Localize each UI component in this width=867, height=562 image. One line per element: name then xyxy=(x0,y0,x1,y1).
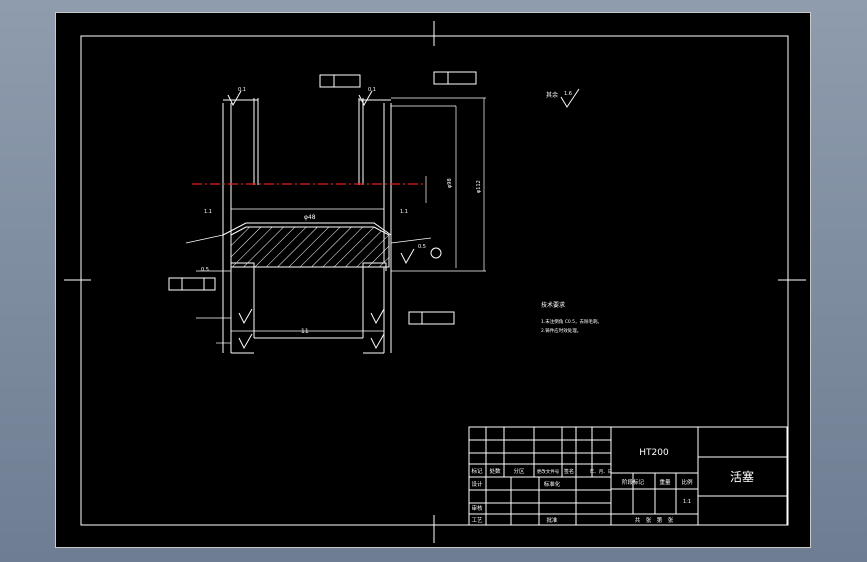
hatched-section xyxy=(230,226,390,268)
tolerance-frame-top-right xyxy=(433,71,477,85)
sheets-label: 共 张 第 张 xyxy=(635,516,674,524)
roughness-symbol xyxy=(560,88,580,108)
rev-header-3: 更改文件号 xyxy=(537,468,560,475)
check-label: 审核 xyxy=(471,504,483,512)
cad-drawing: φ48 11 1.1 1.1 0.5 0.5 φ98 φ112 0.1 0.1 … xyxy=(64,21,806,543)
material-text: HT200 xyxy=(639,448,669,458)
design-label: 设计 xyxy=(471,480,483,488)
dim-chamfer-a: 0.5 xyxy=(201,267,209,273)
inner-frame xyxy=(80,35,789,526)
part-name-text: 活塞 xyxy=(730,469,754,484)
dim-length: 11 xyxy=(301,328,309,335)
part-section-view: φ48 11 1.1 1.1 0.5 0.5 φ98 φ112 0.1 0.1 xyxy=(168,71,486,354)
dim-tol-a: 0.1 xyxy=(238,87,246,93)
dim-small-a: 1.1 xyxy=(204,209,212,215)
rev-header-5: 年、月、日 xyxy=(590,468,613,475)
tolerance-frame-top xyxy=(319,74,361,88)
dim-diam-v: φ112 xyxy=(476,180,482,193)
rev-header-0: 标记 xyxy=(471,467,483,475)
title-block: HT200 活塞 标记 处数 分区 更改文件号 签名 年、月、日 设计 标准化 … xyxy=(468,426,788,526)
tech-title: 技术要求 xyxy=(541,301,565,309)
drawing-sheet: φ48 11 1.1 1.1 0.5 0.5 φ98 φ112 0.1 0.1 … xyxy=(55,12,811,548)
tech-note-1: 1.未注倒角 C0.5，去除毛刺。 xyxy=(541,318,602,325)
roughness-label: 其余 xyxy=(546,91,558,99)
dim-bore: φ48 xyxy=(304,214,316,221)
tolerance-frame-left xyxy=(168,277,216,291)
dim-chamfer-b: 0.5 xyxy=(418,244,426,250)
scale-label: 比例 xyxy=(681,478,693,486)
dim-tol-b: 0.1 xyxy=(368,87,376,93)
rev-header-4: 签名 xyxy=(564,468,574,475)
weight-label: 重量 xyxy=(659,478,671,486)
roughness-value: 1.6 xyxy=(564,91,572,97)
approve-label: 批准 xyxy=(546,516,558,524)
dim-diam-h: φ98 xyxy=(447,178,453,188)
stage-label: 阶段标记 xyxy=(622,478,645,486)
process-label: 工艺 xyxy=(471,517,483,524)
tolerance-frame-right xyxy=(408,311,455,325)
rev-header-2: 分区 xyxy=(513,467,525,475)
tech-note-2: 2.铸件应时效处理。 xyxy=(541,327,581,334)
standard-label: 标准化 xyxy=(544,480,561,488)
scale-value: 1:1 xyxy=(683,499,691,505)
dim-small-b: 1.1 xyxy=(400,209,408,215)
rev-header-1: 处数 xyxy=(489,467,501,475)
